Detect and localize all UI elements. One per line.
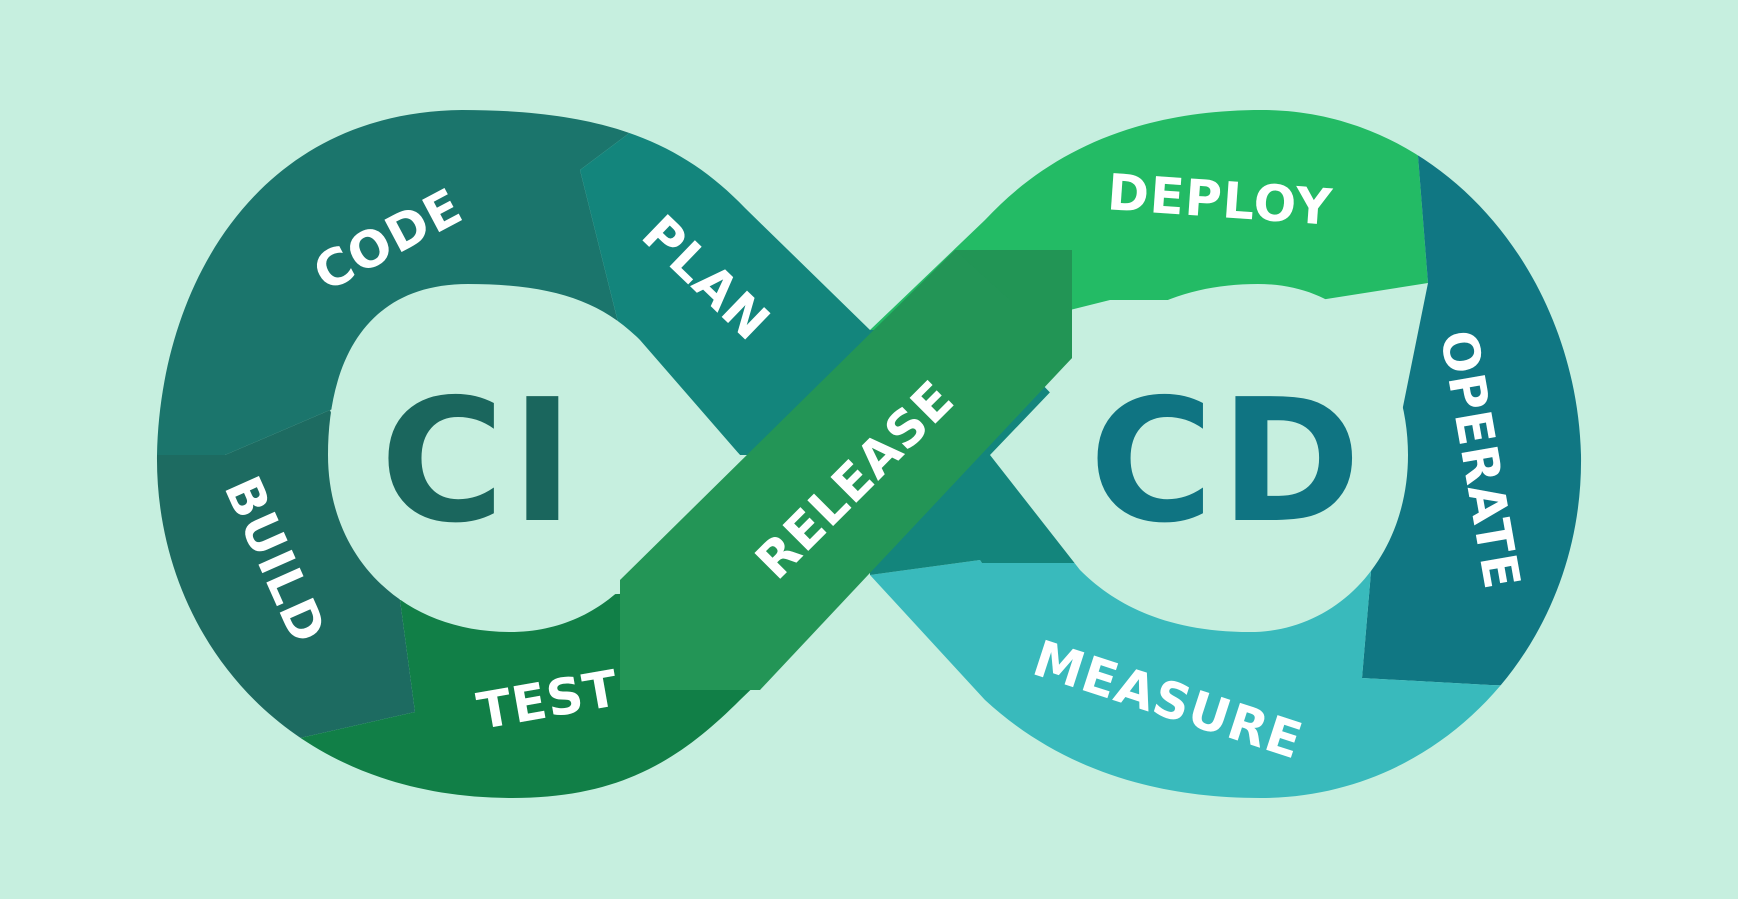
ci-hub-label: CI	[380, 363, 580, 561]
release-ribbon-icon	[620, 250, 1072, 690]
release-ribbon-shade-icon	[955, 250, 1072, 420]
cd-hub-label: CD	[1089, 363, 1367, 561]
release-ribbon	[620, 250, 1072, 690]
plan-segment-icon	[580, 110, 870, 455]
